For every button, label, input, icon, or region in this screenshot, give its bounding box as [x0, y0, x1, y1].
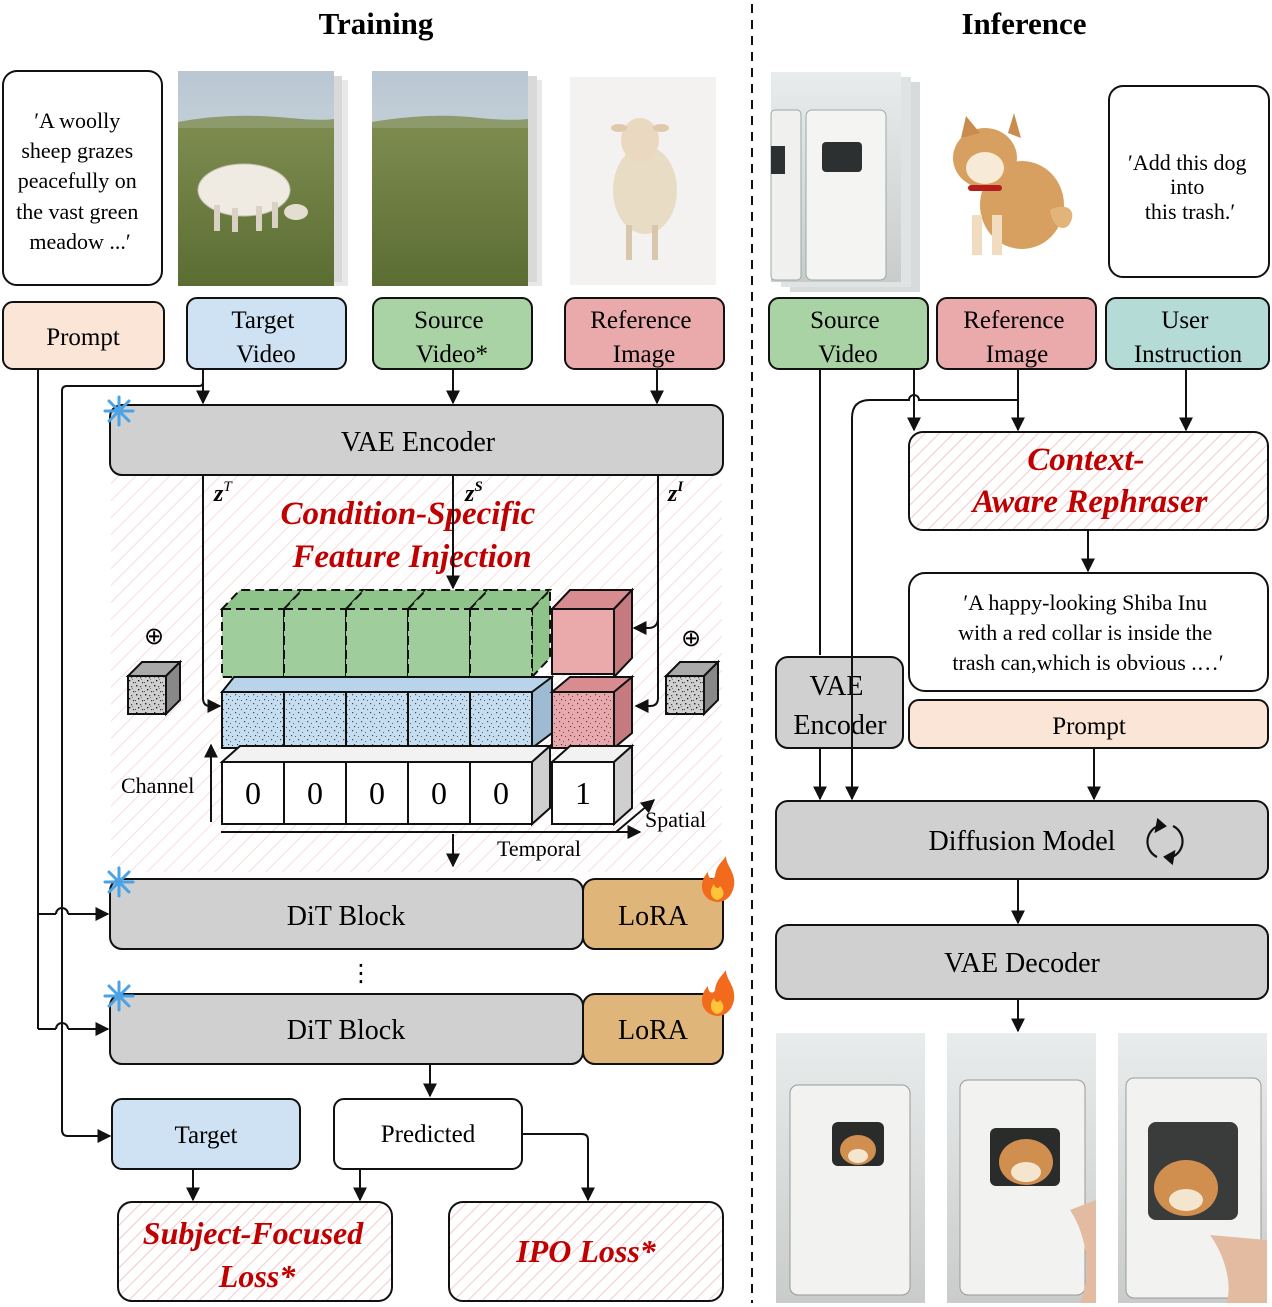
- inference-source-video-box: Source Video: [768, 297, 929, 370]
- dit-block-2: DiT Block: [109, 993, 584, 1065]
- lora-block-1: LoRA: [582, 878, 724, 950]
- prompt-input-box: Prompt: [2, 301, 165, 370]
- plus-symbol-left: ⊕: [144, 622, 164, 650]
- mask-value: 0: [493, 775, 509, 811]
- svg-text:VAE Encoder: VAE Encoder: [793, 671, 887, 741]
- frozen-icon: [103, 866, 135, 898]
- source-video-frames: [372, 71, 542, 286]
- refresh-icon: [1146, 817, 1184, 866]
- reference-latent-cube: [549, 587, 635, 680]
- mask-values: 0 0 0 0 0 1: [245, 775, 591, 811]
- user-instruction-card: ′Add this dog into this trash.′: [1108, 85, 1270, 278]
- svg-text:Source Video*: Source Video*: [414, 307, 490, 368]
- svg-text:Diffusion Model: Diffusion Model: [929, 826, 1116, 857]
- subject-focused-loss: Subject-Focused Loss*: [117, 1201, 393, 1302]
- source-latent-cubes: [219, 587, 553, 680]
- lora-block-2: LoRA: [582, 993, 724, 1065]
- dit-ellipsis: ⋮: [349, 959, 373, 987]
- svg-text:Reference Image: Reference Image: [590, 307, 698, 368]
- target-video-input-box: Target Video: [186, 297, 347, 370]
- dit-block-1: DiT Block: [109, 878, 584, 950]
- svg-text:VAE Decoder: VAE Decoder: [944, 948, 1100, 979]
- noise-cube-right: [663, 659, 721, 717]
- svg-text:LoRA: LoRA: [618, 1015, 689, 1046]
- svg-text:Reference Image: Reference Image: [963, 307, 1071, 368]
- mask-value: 0: [431, 775, 447, 811]
- inference-connectors: [813, 369, 1193, 1033]
- fire-icon: [701, 970, 735, 1016]
- sheep-icon: [197, 163, 308, 232]
- inference-source-frames: [770, 72, 920, 292]
- target-latent-cubes: [219, 674, 635, 751]
- prompt-line: sheep grazes: [21, 138, 133, 163]
- prompt-text-card: ′A woolly sheep grazes peacefully on the…: [2, 70, 163, 286]
- svg-text:Target: Target: [174, 1122, 237, 1149]
- mask-cubes: [219, 743, 635, 827]
- frozen-icon: [103, 395, 135, 427]
- svg-text:Predicted: Predicted: [381, 1121, 476, 1148]
- inference-vae-encoder: VAE Encoder: [775, 656, 904, 749]
- rephrased-prompt-card: ′A happy-looking Shiba Inu with a red co…: [908, 572, 1269, 692]
- injection-title: Condition-Specific Feature Injection: [280, 496, 543, 575]
- prompt-line: meadow ...′: [29, 229, 130, 254]
- output-frame-3: [1118, 1033, 1267, 1303]
- diffusion-model: Diffusion Model: [775, 800, 1269, 880]
- predicted-box: Predicted: [333, 1098, 523, 1170]
- inference-title: Inference: [961, 6, 1086, 41]
- svg-text:LoRA: LoRA: [618, 901, 689, 932]
- training-connectors: [37, 369, 664, 1202]
- svg-text:DiT Block: DiT Block: [287, 901, 405, 932]
- svg-text:′A woolly sheep grazes: ′A woolly sheep grazes peacefully on the…: [16, 108, 144, 254]
- mask-value: 0: [369, 775, 385, 811]
- user-instruction-box: User Instruction: [1105, 297, 1270, 370]
- mask-value: 0: [307, 775, 323, 811]
- svg-text:′Add this dog into: ′Add this dog into this trash.′: [1128, 150, 1252, 224]
- prompt-line: ′A woolly: [34, 108, 120, 133]
- inference-reference-image-box: Reference Image: [936, 297, 1097, 370]
- svg-text:′A happy-looking Shiba Inu: ′A happy-looking Shiba Inu with a red co…: [952, 590, 1223, 675]
- ipo-loss: IPO Loss*: [448, 1201, 724, 1302]
- prompt-line: the vast green: [16, 199, 138, 224]
- axis-spatial-label: Spatial: [645, 807, 706, 832]
- context-aware-rephraser: Context- Aware Rephraser: [908, 431, 1269, 531]
- latent-target-label: zT: [213, 479, 233, 507]
- mask-value: 1: [575, 775, 591, 811]
- frozen-icon: [103, 980, 135, 1012]
- reference-dog-image: [953, 113, 1073, 255]
- axis-arrows: [204, 743, 656, 839]
- target-video-frames: [178, 71, 348, 286]
- svg-text:VAE Encoder: VAE Encoder: [341, 427, 496, 458]
- svg-text:Context- Aware Rephraser: Context- Aware Rephraser: [971, 442, 1209, 520]
- reference-image-input-box: Reference Image: [564, 297, 725, 370]
- svg-text:Subject-Focused Loss*: Subject-Focused Loss*: [143, 1215, 371, 1294]
- training-title: Training: [319, 6, 434, 41]
- target-box: Target: [111, 1098, 301, 1170]
- vae-decoder: VAE Decoder: [775, 924, 1269, 1000]
- mask-value: 0: [245, 775, 261, 811]
- prompt-line: peacefully on: [18, 168, 137, 193]
- svg-text:Target Video: Target Video: [231, 307, 300, 368]
- inference-prompt-box: Prompt: [908, 699, 1269, 749]
- output-frame-1: [776, 1033, 925, 1303]
- svg-text:User Instruction: User Instruction: [1134, 307, 1243, 368]
- output-frame-2: [947, 1033, 1096, 1303]
- reference-image-sheep: [570, 77, 716, 285]
- axis-temporal-label: Temporal: [497, 836, 581, 861]
- svg-text:Prompt: Prompt: [46, 324, 120, 351]
- latent-source-label: zS: [464, 479, 483, 507]
- noise-cube-left: [125, 659, 183, 717]
- svg-text:DiT Block: DiT Block: [287, 1015, 405, 1046]
- latent-image-label: zI: [667, 479, 684, 507]
- source-video-input-box: Source Video*: [372, 297, 533, 370]
- training-vae-encoder: VAE Encoder: [109, 404, 724, 476]
- fire-icon: [701, 856, 735, 902]
- axis-channel-label: Channel: [121, 773, 194, 798]
- svg-text:Prompt: Prompt: [1052, 713, 1126, 740]
- plus-symbol-right: ⊕: [681, 624, 701, 652]
- svg-text:IPO Loss*: IPO Loss*: [515, 1233, 657, 1269]
- svg-text:Source Video: Source Video: [810, 307, 886, 368]
